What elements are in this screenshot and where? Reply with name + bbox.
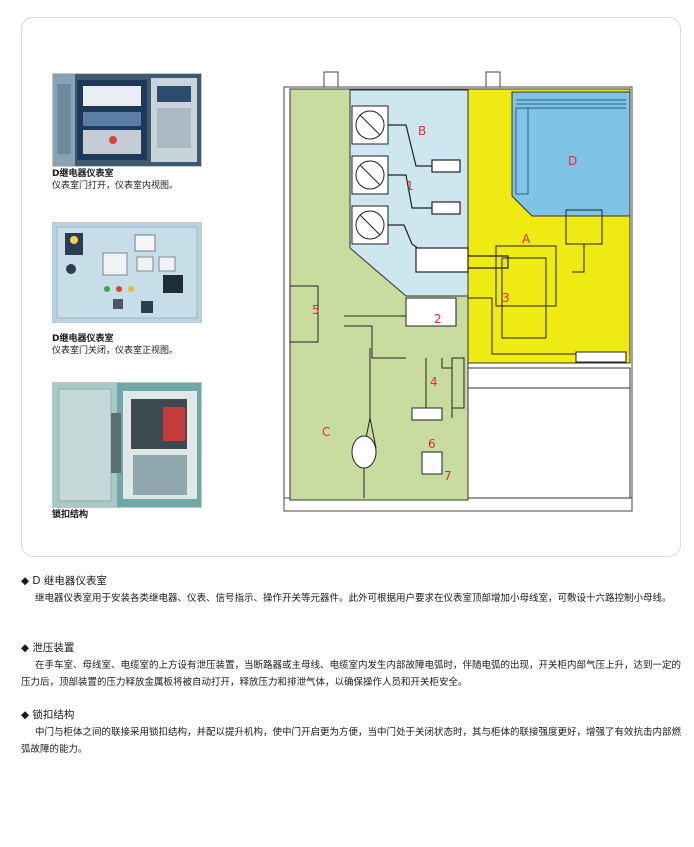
section-pressure-relief-body: 在手车室、母线室、电缆室的上方设有泄压装置，当断路器或主母线、电缆室内发生内部故…: [21, 660, 682, 688]
label-6: 6: [428, 437, 436, 451]
label-1: 1: [406, 179, 414, 193]
label-d: D: [568, 154, 577, 168]
lower-right-compartment: [467, 367, 631, 499]
figure-2-caption: 仪表室门关闭，仪表室正视图。: [52, 346, 179, 356]
figure-3-title: 锁扣结构: [52, 510, 89, 520]
relay-room-open-photo: [52, 73, 202, 167]
bullet-icon: ◆: [21, 642, 30, 654]
section-lock-structure-heading: ◆ 锁扣结构: [21, 709, 75, 721]
relay-room: [511, 91, 631, 217]
section-relay-room-heading: ◆ D 继电器仪表室: [21, 575, 107, 587]
label-a: A: [522, 232, 531, 246]
lock-structure-photo: [52, 382, 202, 508]
section-pressure-relief: ◆ 泄压装置 在手车室、母线室、电缆室的上方设有泄压装置，当断路器或主母线、电缆…: [21, 641, 681, 691]
label-3: 3: [502, 291, 510, 305]
bullet-icon: ◆: [21, 709, 30, 721]
label-7: 7: [444, 469, 452, 483]
section-pressure-relief-heading: ◆ 泄压装置: [21, 642, 75, 654]
label-b: B: [418, 124, 426, 138]
section-relay-room-body: 继电器仪表室用于安装各类继电器、仪表、信号指示、操作开关等元器件。此外可根据用户…: [35, 593, 672, 604]
figure-2-title: D继电器仪表室: [52, 334, 114, 344]
label-4: 4: [430, 375, 438, 389]
figure-1-caption: 仪表室门打开，仪表室内视图。: [52, 181, 179, 191]
relay-room-closed-photo: [52, 222, 202, 323]
label-2: 2: [434, 312, 442, 326]
label-c: C: [322, 425, 330, 439]
section-relay-room: ◆ D 继电器仪表室 继电器仪表室用于安装各类继电器、仪表、信号指示、操作开关等…: [21, 574, 681, 607]
section-lock-structure: ◆ 锁扣结构 中门与柜体之间的联接采用锁扣结构，并配以提升机构，使中门开启更为方…: [21, 708, 681, 758]
switchgear-section-diagram: B D 1 A 3 5 2 4 C 6 7: [283, 71, 633, 512]
section-lock-structure-body: 中门与柜体之间的联接采用锁扣结构，并配以提升机构，使中门开启更为方便，当中门处于…: [21, 727, 682, 755]
label-5: 5: [312, 303, 320, 317]
figure-1-title: D继电器仪表室: [52, 169, 114, 179]
bullet-icon: ◆: [21, 575, 30, 587]
